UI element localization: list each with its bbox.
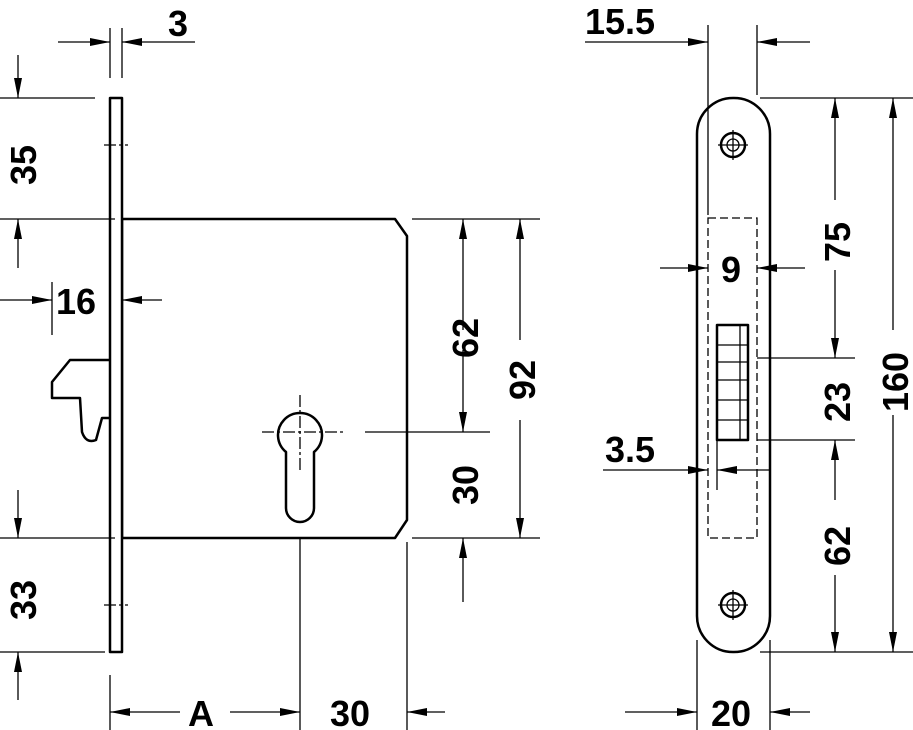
dim-3: 3 — [168, 3, 188, 44]
hook-bolt — [50, 358, 110, 443]
faceplate-side — [108, 96, 124, 654]
dim-92: 92 — [502, 360, 543, 400]
lock-body — [120, 217, 409, 540]
dim-A: A — [188, 693, 214, 730]
dim-33: 33 — [3, 580, 44, 620]
dim-75: 75 — [817, 222, 858, 262]
hook-bolt-front — [715, 323, 750, 442]
dim-9: 9 — [721, 249, 741, 290]
side-view: 3 35 16 62 92 30 33 A — [0, 3, 543, 730]
dim-30-side: 30 — [445, 465, 486, 505]
dim-3-5: 3.5 — [605, 429, 655, 470]
screw-icon — [718, 130, 748, 160]
dim-62-front: 62 — [817, 526, 858, 566]
front-view: 15.5 9 3.5 20 75 23 62 160 — [585, 1, 913, 730]
screw-icon — [718, 590, 748, 620]
dim-16: 16 — [56, 281, 96, 322]
dim-35: 35 — [3, 145, 44, 185]
dim-15-5: 15.5 — [585, 1, 655, 42]
dim-30-bottom: 30 — [330, 693, 370, 730]
dim-20: 20 — [711, 693, 751, 730]
dim-160: 160 — [875, 352, 913, 412]
dim-23: 23 — [817, 382, 858, 422]
case-outline-hidden — [707, 217, 758, 539]
dim-62-side: 62 — [445, 318, 486, 358]
